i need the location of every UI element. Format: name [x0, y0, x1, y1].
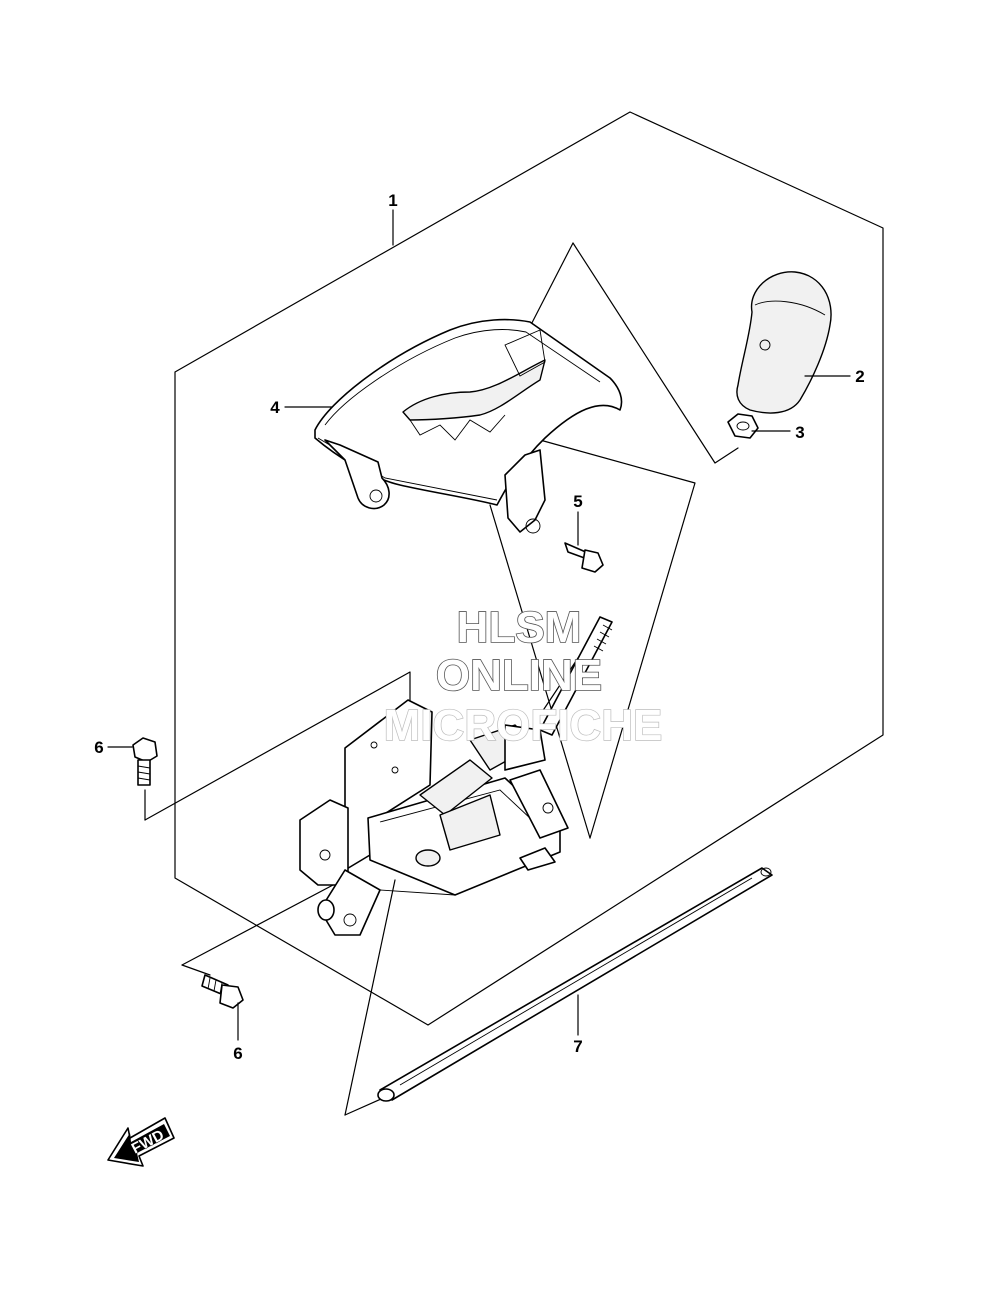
watermark: HLSM ONLINE MICROFICHE — [383, 602, 663, 751]
shift-rod — [377, 867, 773, 1102]
watermark-line-2: ONLINE — [436, 651, 602, 700]
callout-leaders — [107, 209, 851, 1041]
knob-nut — [727, 413, 759, 439]
assembly-boundary — [174, 111, 884, 1026]
watermark-line-3: MICROFICHE — [384, 701, 663, 750]
watermark-line-1: HLSM — [457, 603, 582, 652]
callout-3: 3 — [795, 423, 804, 442]
callout-4: 4 — [270, 398, 280, 417]
callout-6-lower: 6 — [233, 1044, 242, 1063]
callout-2: 2 — [855, 367, 864, 386]
callout-5: 5 — [573, 492, 582, 511]
forward-direction-arrow: FWD — [107, 1117, 175, 1167]
callout-1: 1 — [388, 191, 397, 210]
shift-base-bracket — [299, 699, 569, 936]
bolt-6-lower — [201, 974, 244, 1009]
shift-plate-cover — [314, 318, 623, 534]
bolt-5 — [564, 542, 604, 573]
shift-knob — [736, 271, 832, 414]
bolt-6-upper — [132, 737, 158, 786]
shift-cable — [539, 616, 613, 736]
callout-7: 7 — [573, 1037, 582, 1056]
callout-6-upper: 6 — [94, 738, 103, 757]
